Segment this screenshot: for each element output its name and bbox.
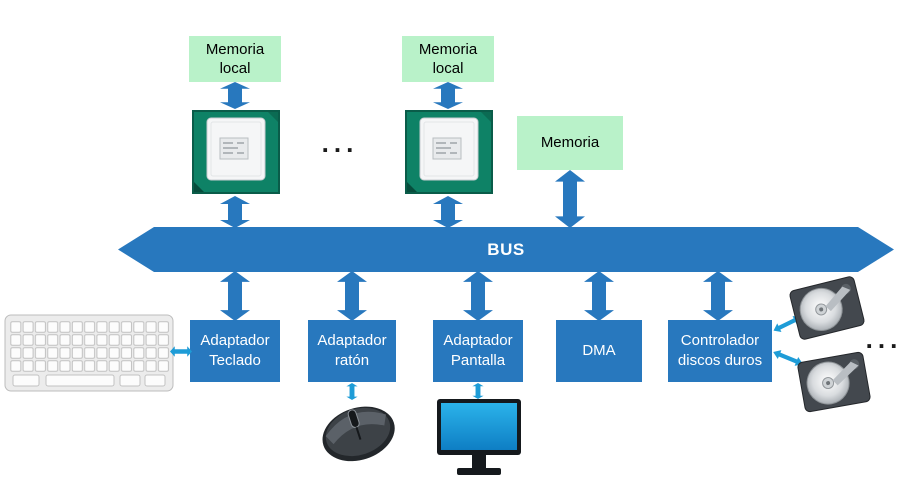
ellipsis-discos: ... <box>865 323 903 354</box>
hard-disk-icon <box>796 350 872 413</box>
memoria-local-1-box: Memoria local <box>189 36 281 82</box>
memoria-local-2-label: Memoria local <box>418 40 478 78</box>
memoria-box: Memoria <box>517 116 623 170</box>
arrow-memoria-local-1-cpu-1 <box>220 82 250 109</box>
memoria-local-2-box: Memoria local <box>402 36 494 82</box>
arrow-adaptador-pantalla-monitor <box>471 383 485 399</box>
arrow-controlador-disco-1 <box>771 312 803 336</box>
adaptador-pantalla-label: Adaptador Pantalla <box>443 331 513 369</box>
arrow-memoria-local-2-cpu-2 <box>433 82 463 109</box>
bus-label: BUS <box>487 239 525 259</box>
arrow-cpu-1-bus <box>220 196 250 228</box>
memoria-local-1-label: Memoria local <box>205 40 265 78</box>
arrow-bus-controlador-discos <box>703 271 733 321</box>
adaptador-raton-box: Adaptador ratón <box>308 320 396 382</box>
arrow-bus-adaptador-raton <box>337 271 367 321</box>
adaptador-raton-label: Adaptador ratón <box>317 331 387 369</box>
monitor-icon <box>436 398 522 478</box>
cpu-chip-icon <box>190 108 282 196</box>
memoria-label: Memoria <box>540 134 600 152</box>
arrow-controlador-disco-2 <box>771 346 805 369</box>
adaptador-pantalla-box: Adaptador Pantalla <box>433 320 523 382</box>
ellipsis-cpus: ... <box>321 127 359 158</box>
dma-box: DMA <box>556 320 642 382</box>
controlador-discos-box: Controlador discos duros <box>668 320 772 382</box>
arrow-memoria-bus <box>555 170 585 228</box>
adaptador-teclado-label: Adaptador Teclado <box>200 331 270 369</box>
adaptador-teclado-box: Adaptador Teclado <box>190 320 280 382</box>
arrow-bus-adaptador-pantalla <box>463 271 493 321</box>
arrow-bus-dma <box>584 271 614 321</box>
bus: BUS <box>118 227 894 272</box>
arrow-keyboard-adaptador-teclado <box>170 345 192 358</box>
bus-arrow-shape <box>118 227 894 272</box>
dma-label: DMA <box>582 341 616 359</box>
keyboard-icon <box>4 314 174 392</box>
arrow-cpu-2-bus <box>433 196 463 228</box>
mouse-icon <box>312 394 404 466</box>
arrow-adaptador-raton-mouse <box>345 383 359 400</box>
cpu-chip-icon <box>403 108 495 196</box>
arrow-bus-adaptador-teclado <box>220 271 250 321</box>
controlador-discos-label: Controlador discos duros <box>677 331 763 369</box>
hard-disk-icon <box>788 275 867 342</box>
